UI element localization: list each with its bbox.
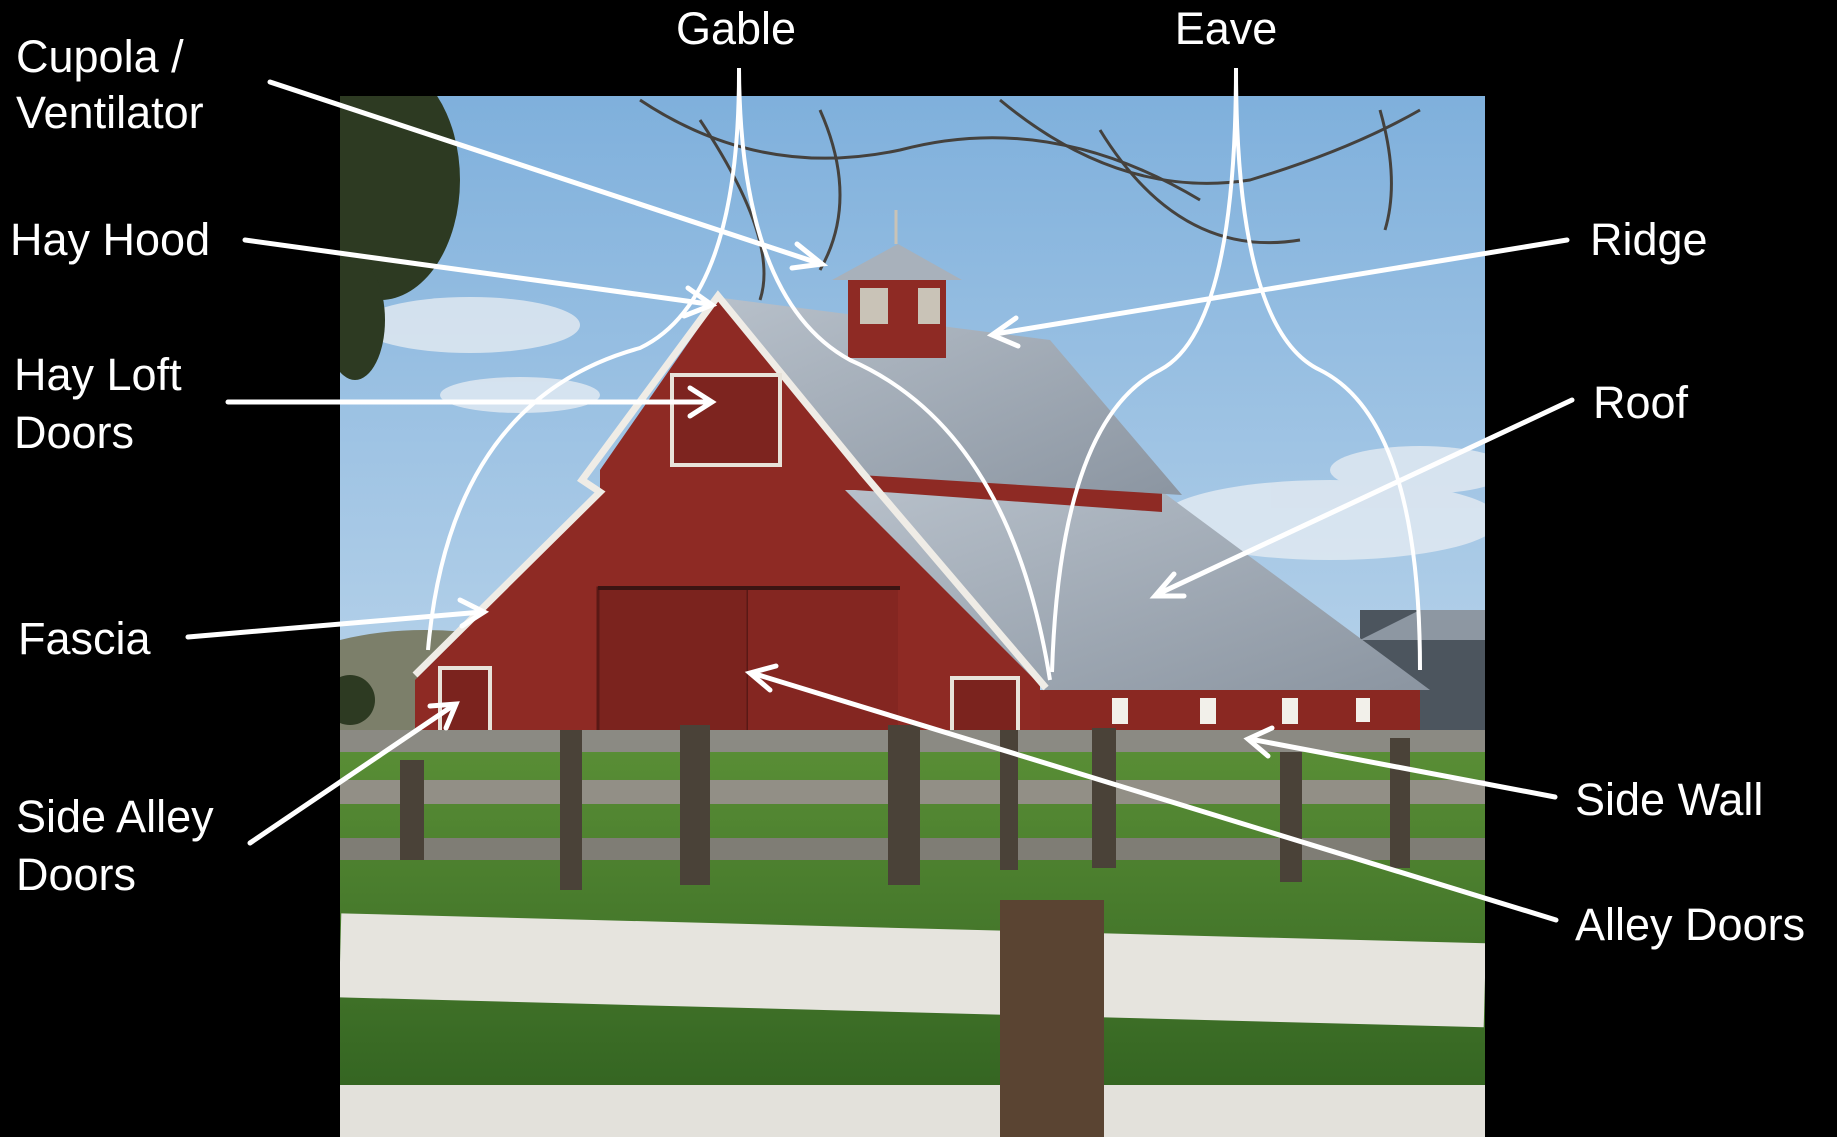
side-wall-arrow bbox=[1243, 725, 1558, 800]
side-wall-windows bbox=[1112, 698, 1370, 724]
gable-brace bbox=[426, 67, 1052, 681]
side-alley-doors-arrow bbox=[247, 701, 460, 846]
label-fascia: Fascia bbox=[18, 613, 152, 664]
barn-fascia bbox=[412, 290, 1049, 691]
label-cupola-line1: Cupola / bbox=[16, 31, 184, 82]
barn-photo bbox=[340, 96, 1485, 1137]
eave-brace bbox=[1050, 67, 1422, 673]
barn-clerestory bbox=[855, 470, 1162, 512]
cupola-arrow bbox=[267, 79, 829, 271]
annotation-arrows bbox=[185, 79, 1575, 923]
label-side-alley-line1: Side Alley bbox=[16, 791, 214, 842]
label-side-wall: Side Wall bbox=[1575, 774, 1763, 825]
label-gable: Gable bbox=[676, 3, 796, 54]
front-fence bbox=[340, 900, 1485, 1137]
labels: Gable Eave Cupola / Ventilator Hay Hood … bbox=[10, 3, 1805, 950]
label-eave: Eave bbox=[1175, 3, 1278, 54]
label-alley-doors: Alley Doors bbox=[1575, 899, 1805, 950]
alley-door bbox=[596, 586, 750, 742]
alley-doors-arrow bbox=[744, 663, 1559, 923]
hay-loft-doors-arrow bbox=[225, 385, 717, 419]
barn-upper-roof bbox=[722, 298, 1182, 495]
clouds bbox=[360, 297, 1485, 560]
label-side-alley-line2: Doors bbox=[16, 849, 136, 900]
tree-left bbox=[340, 96, 460, 725]
cupola bbox=[832, 210, 962, 358]
label-cupola-line2: Ventilator bbox=[16, 87, 204, 138]
barn-lower-roof bbox=[845, 490, 1430, 690]
back-fence bbox=[340, 725, 1485, 890]
label-hay-loft-line2: Doors bbox=[14, 407, 134, 458]
ridge-arrow bbox=[986, 237, 1570, 349]
label-hay-hood: Hay Hood bbox=[10, 214, 210, 265]
label-ridge: Ridge bbox=[1590, 214, 1708, 265]
label-roof: Roof bbox=[1593, 377, 1689, 428]
roof-arrow bbox=[1149, 397, 1575, 599]
label-hay-loft-line1: Hay Loft bbox=[14, 349, 182, 400]
